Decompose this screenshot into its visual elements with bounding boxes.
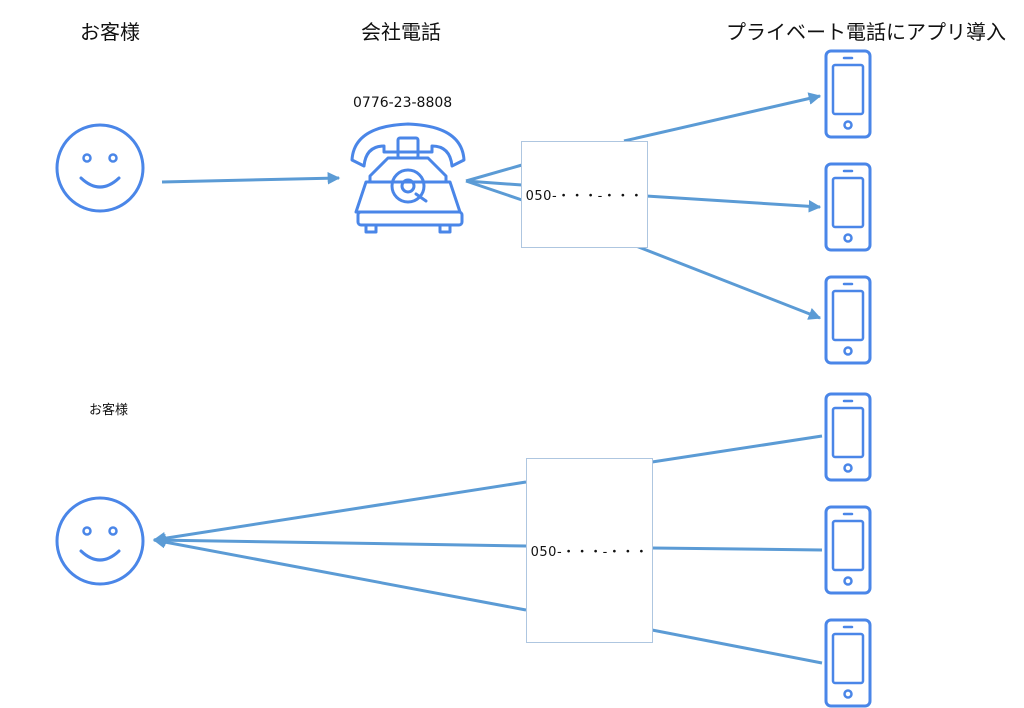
private-smartphone-icon-4: [824, 392, 872, 482]
arrow-to-private-phone-3: [635, 244, 822, 320]
customer-smiley-face-icon: [55, 123, 145, 213]
arrow-box-middle-to-customer: [152, 533, 527, 548]
customer-label-bottom: お客様: [89, 403, 129, 418]
arrow-to-private-phone-2: [645, 194, 822, 213]
arrow-box-upper-to-customer: [152, 480, 527, 545]
private-phone-app-heading: プライベート電話にアプリ導入: [726, 20, 1006, 44]
company-phone-heading: 会社電話: [361, 20, 441, 44]
arrow-box-lower-to-customer: [152, 535, 527, 612]
arrow-private-phone-5-to-box: [651, 546, 823, 552]
virtual-number-box-top: 050-・・・-・・・: [521, 141, 648, 248]
rotary-telephone-icon: [350, 122, 466, 234]
company-phone-number: 0776-23-8808: [353, 95, 453, 111]
private-smartphone-icon-1: [824, 49, 872, 139]
arrow-to-private-phone-1: [623, 92, 822, 143]
arrow-fan-upper: [465, 163, 523, 183]
arrow-private-phone-6-to-box: [651, 628, 823, 665]
customer-heading: お客様: [80, 20, 140, 44]
customer-smiley-face-icon-bottom: [55, 496, 145, 586]
arrow-fan-lower: [465, 179, 523, 202]
arrow-private-phone-4-to-box: [651, 434, 823, 464]
arrow-customer-to-company-phone: [161, 171, 341, 185]
virtual-number-box-bottom: 050-・・・-・・・: [526, 458, 653, 643]
virtual-number-text-bottom: 050-・・・-・・・: [530, 545, 649, 560]
private-smartphone-icon-3: [824, 275, 872, 365]
arrow-fan-middle: [465, 179, 523, 187]
private-smartphone-icon-5: [824, 505, 872, 595]
private-smartphone-icon-2: [824, 162, 872, 252]
virtual-number-text-top: 050-・・・-・・・: [525, 189, 644, 204]
private-smartphone-icon-6: [824, 618, 872, 708]
